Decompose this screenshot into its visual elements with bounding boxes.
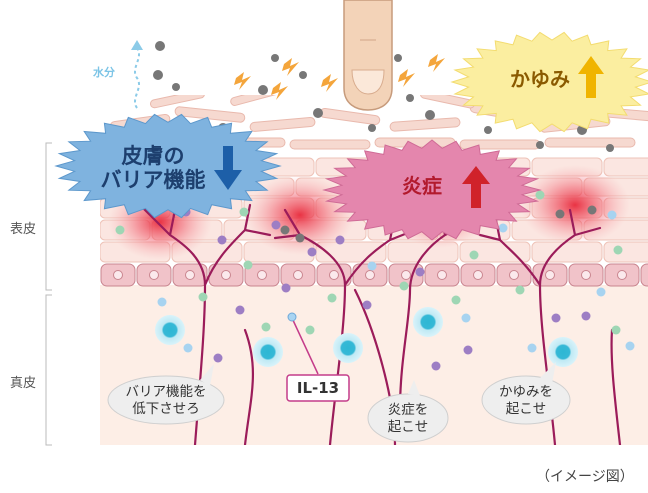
particle xyxy=(367,261,377,271)
itch-text: かゆみ xyxy=(510,67,570,91)
particle xyxy=(183,343,193,353)
particle xyxy=(451,295,461,305)
particle xyxy=(261,322,271,332)
particle xyxy=(115,225,125,235)
particle xyxy=(243,260,253,270)
particle xyxy=(535,190,545,200)
speech-bubble-3 xyxy=(481,362,571,425)
bubble-1-line-1: バリア機能を xyxy=(125,384,207,400)
particle xyxy=(239,207,249,217)
bubble-1-text: バリア機能を 低下させろ xyxy=(108,384,224,418)
particle xyxy=(213,353,223,363)
particle xyxy=(498,223,508,233)
bubble-3-line-2: 起こせ xyxy=(505,400,547,417)
particle xyxy=(335,235,345,245)
basal-cell-nucleus xyxy=(401,270,411,280)
barrier-burst xyxy=(54,113,282,219)
bubble-2-text: 炎症を 起こせ xyxy=(368,402,448,436)
layer-brackets xyxy=(45,142,52,446)
barrier-line-1: 皮膚の xyxy=(121,144,185,168)
barrier-down-arrow-icon xyxy=(214,146,242,190)
particle xyxy=(551,313,561,323)
il13-pointer xyxy=(291,317,319,375)
bubble-3-text: かゆみを 起こせ xyxy=(482,384,570,418)
epidermis-label: 表皮 xyxy=(10,222,37,237)
particle xyxy=(295,233,305,243)
speech-bubble-2 xyxy=(367,380,449,443)
particle xyxy=(463,345,473,355)
basal-cell-nucleus xyxy=(473,270,483,280)
particle xyxy=(327,293,337,303)
particle xyxy=(157,297,167,307)
basal-cell-nucleus xyxy=(509,270,519,280)
particle xyxy=(281,283,291,293)
bubble-2-line-1: 炎症を xyxy=(387,402,429,418)
basal-cell xyxy=(640,263,648,287)
dermis-label: 真皮 xyxy=(10,376,37,391)
immune-cells xyxy=(155,307,578,367)
inflammation-burst xyxy=(322,139,542,241)
barrier-line-2: バリア機能 xyxy=(100,168,206,193)
itch-burst xyxy=(450,31,648,133)
bubble-2-line-2: 起こせ xyxy=(387,418,429,435)
particle xyxy=(607,210,617,220)
particle xyxy=(581,311,591,321)
il13-label: IL-13 xyxy=(296,379,340,397)
basal-cell-row xyxy=(100,263,648,287)
particle xyxy=(415,267,425,277)
itch-up-arrow-icon xyxy=(578,56,604,98)
basal-cell-nucleus xyxy=(617,270,627,280)
particle xyxy=(469,250,479,260)
basal-cell-nucleus xyxy=(149,270,159,280)
particle xyxy=(515,285,525,295)
particle xyxy=(611,325,621,335)
il13-box xyxy=(286,374,350,402)
basal-cell-nucleus xyxy=(329,270,339,280)
basal-cell-nucleus xyxy=(581,270,591,280)
particle xyxy=(305,325,315,335)
particle xyxy=(198,292,208,302)
finger-icon xyxy=(343,0,393,111)
particle xyxy=(555,209,565,219)
particle xyxy=(431,361,441,371)
inflammation-up-arrow-icon xyxy=(462,166,490,208)
basal-cell-nucleus xyxy=(221,270,231,280)
particle xyxy=(596,287,606,297)
particle xyxy=(587,205,597,215)
particle xyxy=(527,343,537,353)
barrier-burst-text: 皮膚の バリア機能 xyxy=(88,144,218,192)
particle xyxy=(461,313,471,323)
basal-cell-nucleus xyxy=(437,270,447,280)
particle xyxy=(280,225,290,235)
inflammation-text: 炎症 xyxy=(402,174,442,198)
basal-cell-nucleus xyxy=(545,270,555,280)
basal-cell-nucleus xyxy=(293,270,303,280)
water-label: 水分 xyxy=(93,66,115,79)
particle xyxy=(235,305,245,315)
basal-cell-nucleus xyxy=(113,270,123,280)
water-arrow-icon xyxy=(131,40,143,109)
particle xyxy=(307,247,317,257)
bubble-3-line-1: かゆみを xyxy=(499,384,553,400)
basal-cell-nucleus xyxy=(365,270,375,280)
allergen-particles xyxy=(153,41,614,152)
speech-bubble-1 xyxy=(107,364,225,425)
particle xyxy=(217,235,227,245)
particle xyxy=(613,245,623,255)
particle xyxy=(362,300,372,310)
bubble-1-line-2: 低下させろ xyxy=(132,400,200,417)
particle xyxy=(399,281,409,291)
image-caption: （イメージ図） xyxy=(536,469,634,485)
particle xyxy=(271,220,281,230)
basal-cell-nucleus xyxy=(185,270,195,280)
lightning-icons xyxy=(234,54,445,100)
basal-cell-nucleus xyxy=(257,270,267,280)
particle xyxy=(625,341,635,351)
